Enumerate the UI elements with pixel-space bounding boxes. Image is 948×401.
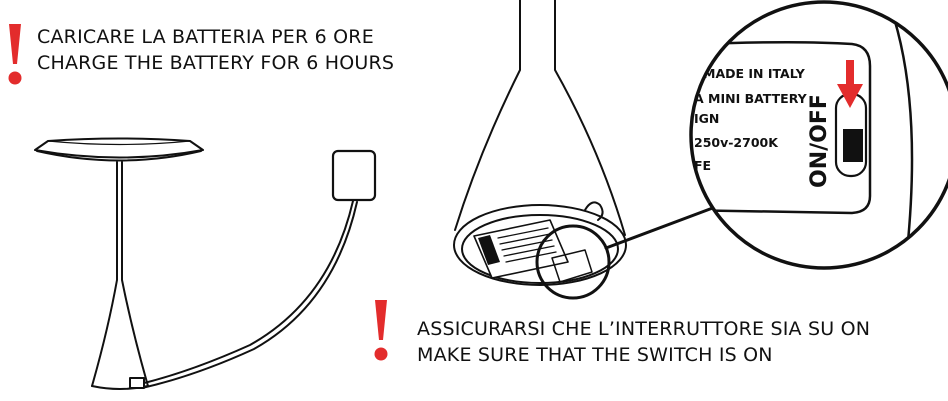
label-line-5: FE [694,158,711,173]
label-line-4: 250v-2700K [694,135,779,150]
on-off-label: ON/OFF [807,94,832,188]
charge-instruction: CARICARE LA BATTERIA PER 6 ORE CHARGE TH… [37,24,394,76]
callout-connector [604,204,720,250]
switch-knob [843,129,863,162]
charge-instruction-it: CARICARE LA BATTERIA PER 6 ORE [37,26,374,48]
switch-instruction-it: ASSICURARSI CHE L’INTERRUTTORE SIA SU ON [417,318,871,340]
label-line-3: IGN [694,111,719,126]
switch-detail-magnifier: MADE IN ITALY A MINI BATTERY IGN 250v-27… [689,0,948,270]
red-down-arrow-icon [837,60,863,108]
switch-instruction-en: MAKE SURE THAT THE SWITCH IS ON [417,344,773,366]
detail-callout-circle [535,224,611,300]
charge-instruction-en: CHARGE THE BATTERY FOR 6 HOURS [37,52,395,74]
charger-adapter [331,149,377,202]
cable-plug [129,377,145,389]
charging-cable [139,200,354,385]
portable-lamp-illustration [453,0,720,300]
label-line-1: MADE IN ITALY [703,66,806,81]
lamp-stem [91,161,118,387]
table-lamp-illustration [34,137,377,390]
label-line-2: A MINI BATTERY [694,91,808,106]
exclamation-warning-icon [374,300,388,361]
switch-instruction: ASSICURARSI CHE L’INTERRUTTORE SIA SU ON… [417,316,870,368]
exclamation-warning-icon [8,24,22,85]
